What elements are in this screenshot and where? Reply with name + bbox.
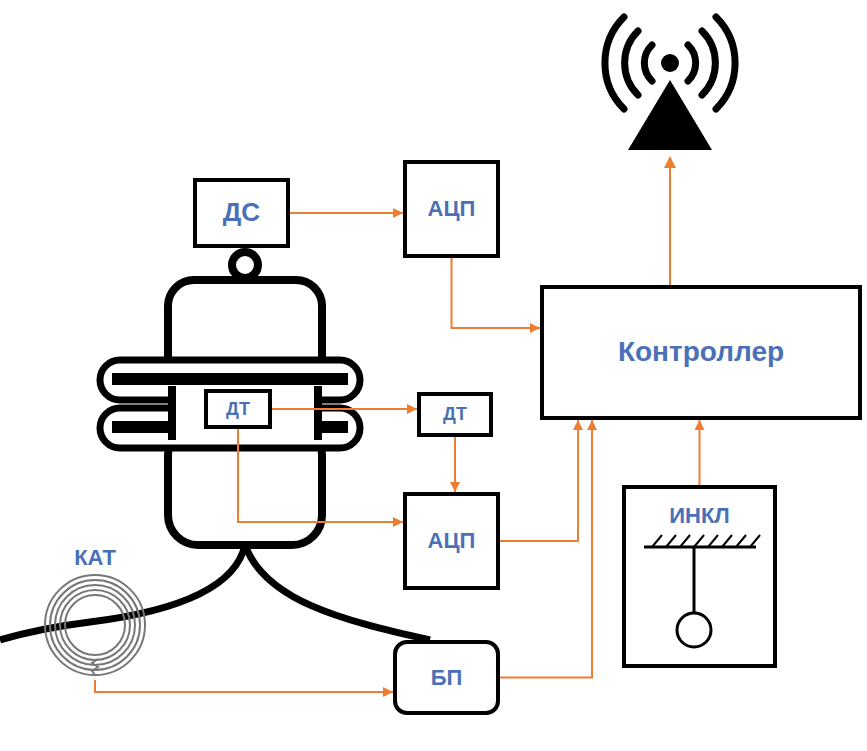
signal-arrow [290,212,403,214]
antenna-link [664,156,676,285]
signal-arrow [272,408,417,410]
node-label: БП [431,665,463,690]
current-transformer: КАТ [40,545,150,680]
sensor-box: ДТ [204,389,272,429]
node-label: ДТ [443,404,467,425]
power-supply-box: БП [393,640,500,715]
signal-arrow [238,429,403,522]
signal-arrow [95,680,393,692]
node-label: АЦП [428,196,476,221]
signal-arrow [699,420,701,485]
node-label: АЦП [428,528,476,553]
node-label: ДТ [226,399,250,420]
signal-arrow [452,258,541,328]
node-label: КАТ [74,545,116,570]
antenna-icon [605,17,735,150]
sensor-box: ДС [193,178,290,248]
node-label: ДС [223,198,260,228]
controller-box: Контроллер [540,285,862,420]
insulator-illustration [0,252,430,640]
node-label: Контроллер [618,336,784,368]
signal-arrow [500,420,578,541]
signal-arrow [500,420,592,678]
adc-box: АЦП [403,160,500,258]
signal-arrow [454,437,456,492]
sensor-box: ДТ [417,392,493,437]
node-label: ИНКЛ [669,503,730,528]
inclinometer-box: ИНКЛ [622,485,777,668]
adc-box: АЦП [403,492,500,590]
